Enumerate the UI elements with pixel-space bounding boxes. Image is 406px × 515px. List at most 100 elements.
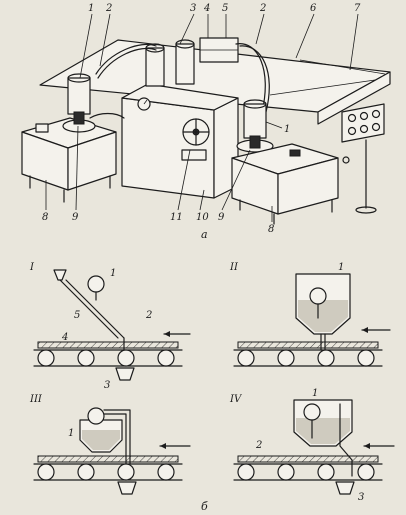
- roller: [237, 463, 255, 481]
- figure-a-machine: 1 2 3 4 5 2 6 7 1 8 9 11 10 9 8 а: [21, 3, 391, 241]
- workpiece: [37, 341, 179, 349]
- panel-numeral: III: [29, 394, 43, 405]
- figure-b-caption: б: [201, 500, 208, 513]
- callout-label: 1: [68, 428, 74, 439]
- right-tank-side: [277, 157, 339, 215]
- roller: [317, 349, 335, 367]
- panel-knob: [371, 109, 381, 119]
- callout-label: 4: [203, 3, 210, 14]
- leader-11: [177, 149, 191, 211]
- supply-tube-low: [89, 112, 125, 119]
- panel-knob: [347, 113, 357, 123]
- gauge-needle: [143, 99, 148, 105]
- conveyor-table-front: [317, 71, 391, 125]
- callout-label: 3: [358, 492, 364, 503]
- panel-numeral: IV: [229, 394, 243, 405]
- control-panel: [341, 103, 385, 143]
- roller: [357, 349, 375, 367]
- panel-knob: [359, 124, 369, 134]
- roller: [357, 463, 375, 481]
- callout-label: 11: [170, 212, 183, 223]
- callout-label: 2: [145, 310, 152, 321]
- leader-1: [79, 13, 93, 79]
- supply-tube-right-inner: [239, 45, 270, 113]
- roller: [157, 349, 175, 367]
- funnel: [53, 269, 67, 281]
- right-pump-motor: [249, 135, 261, 149]
- roller: [37, 349, 55, 367]
- workpiece: [237, 341, 379, 349]
- conveyor-edge: [299, 59, 386, 75]
- roller: [317, 463, 335, 481]
- head-right-cap: [175, 39, 195, 49]
- callout-label: 3: [190, 3, 196, 14]
- roller: [157, 463, 175, 481]
- feed-pipe-inner: [103, 413, 127, 465]
- callout-label: 5: [74, 310, 80, 321]
- callout-label: 6: [310, 3, 317, 14]
- arrow-head: [160, 443, 166, 449]
- callout-label: 5: [222, 3, 228, 14]
- collector-tray: [117, 481, 137, 495]
- panel-1: I 1 5 2 4 3: [29, 262, 191, 391]
- right-pump-body: [243, 103, 267, 139]
- leader-2: [99, 13, 111, 67]
- coating-liquid: [296, 418, 350, 444]
- left-pump-body: [67, 77, 91, 115]
- control-box: [181, 149, 207, 161]
- left-tank-side: [67, 131, 117, 191]
- roller: [77, 349, 95, 367]
- supply-tube-left: [95, 43, 157, 75]
- central-cabinet-top: [121, 83, 239, 111]
- callout-label: 3: [104, 380, 110, 391]
- workpiece: [37, 455, 179, 463]
- panel-stand-base: [355, 206, 377, 214]
- pump-ball: [87, 407, 105, 425]
- left-pump-cap: [67, 73, 91, 83]
- panel-3: III 1: [29, 394, 191, 495]
- roller: [277, 463, 295, 481]
- roller: [37, 463, 55, 481]
- left-pump-motor: [73, 111, 85, 125]
- callout-label: 7: [354, 3, 361, 14]
- panel-2: II 1: [229, 262, 391, 367]
- callout-label: 2: [255, 440, 262, 451]
- head-right: [175, 43, 195, 85]
- callout-label: 1: [312, 388, 318, 399]
- feed-pipe: [103, 409, 131, 465]
- callout-label: 8: [42, 212, 48, 223]
- leader-2b: [255, 13, 265, 45]
- chute-upper: [59, 279, 119, 339]
- arrow-head: [362, 327, 368, 333]
- leader-9-left: [75, 125, 79, 211]
- roller: [77, 463, 95, 481]
- deflector: [339, 403, 353, 461]
- supply-tube-left-inner: [97, 47, 157, 79]
- panel-numeral: II: [229, 262, 239, 273]
- right-pump-cap: [243, 99, 267, 109]
- collector-tray: [335, 481, 355, 495]
- leader-3: [179, 13, 195, 45]
- arrow-head: [364, 443, 370, 449]
- callout-label: 4: [61, 332, 68, 343]
- chute-lower: [65, 279, 125, 339]
- collector-tray: [115, 367, 135, 381]
- callout-label: 1: [88, 3, 94, 14]
- supply-tube-right: [235, 43, 266, 113]
- pump-ball: [309, 287, 327, 305]
- panel-numeral: I: [29, 262, 35, 273]
- conveyor-edge: [269, 79, 376, 96]
- leader-7: [349, 13, 359, 71]
- roller: [277, 349, 295, 367]
- leader-6: [295, 13, 315, 59]
- head-left: [145, 47, 165, 87]
- coating-liquid: [298, 300, 348, 332]
- leader-10: [199, 189, 205, 211]
- callout-label: 9: [218, 212, 225, 223]
- callout-label: 2: [259, 3, 266, 14]
- roller: [117, 349, 135, 367]
- callout-label: 1: [110, 268, 116, 279]
- pump-ball: [303, 403, 321, 421]
- tank-lid: [35, 123, 49, 133]
